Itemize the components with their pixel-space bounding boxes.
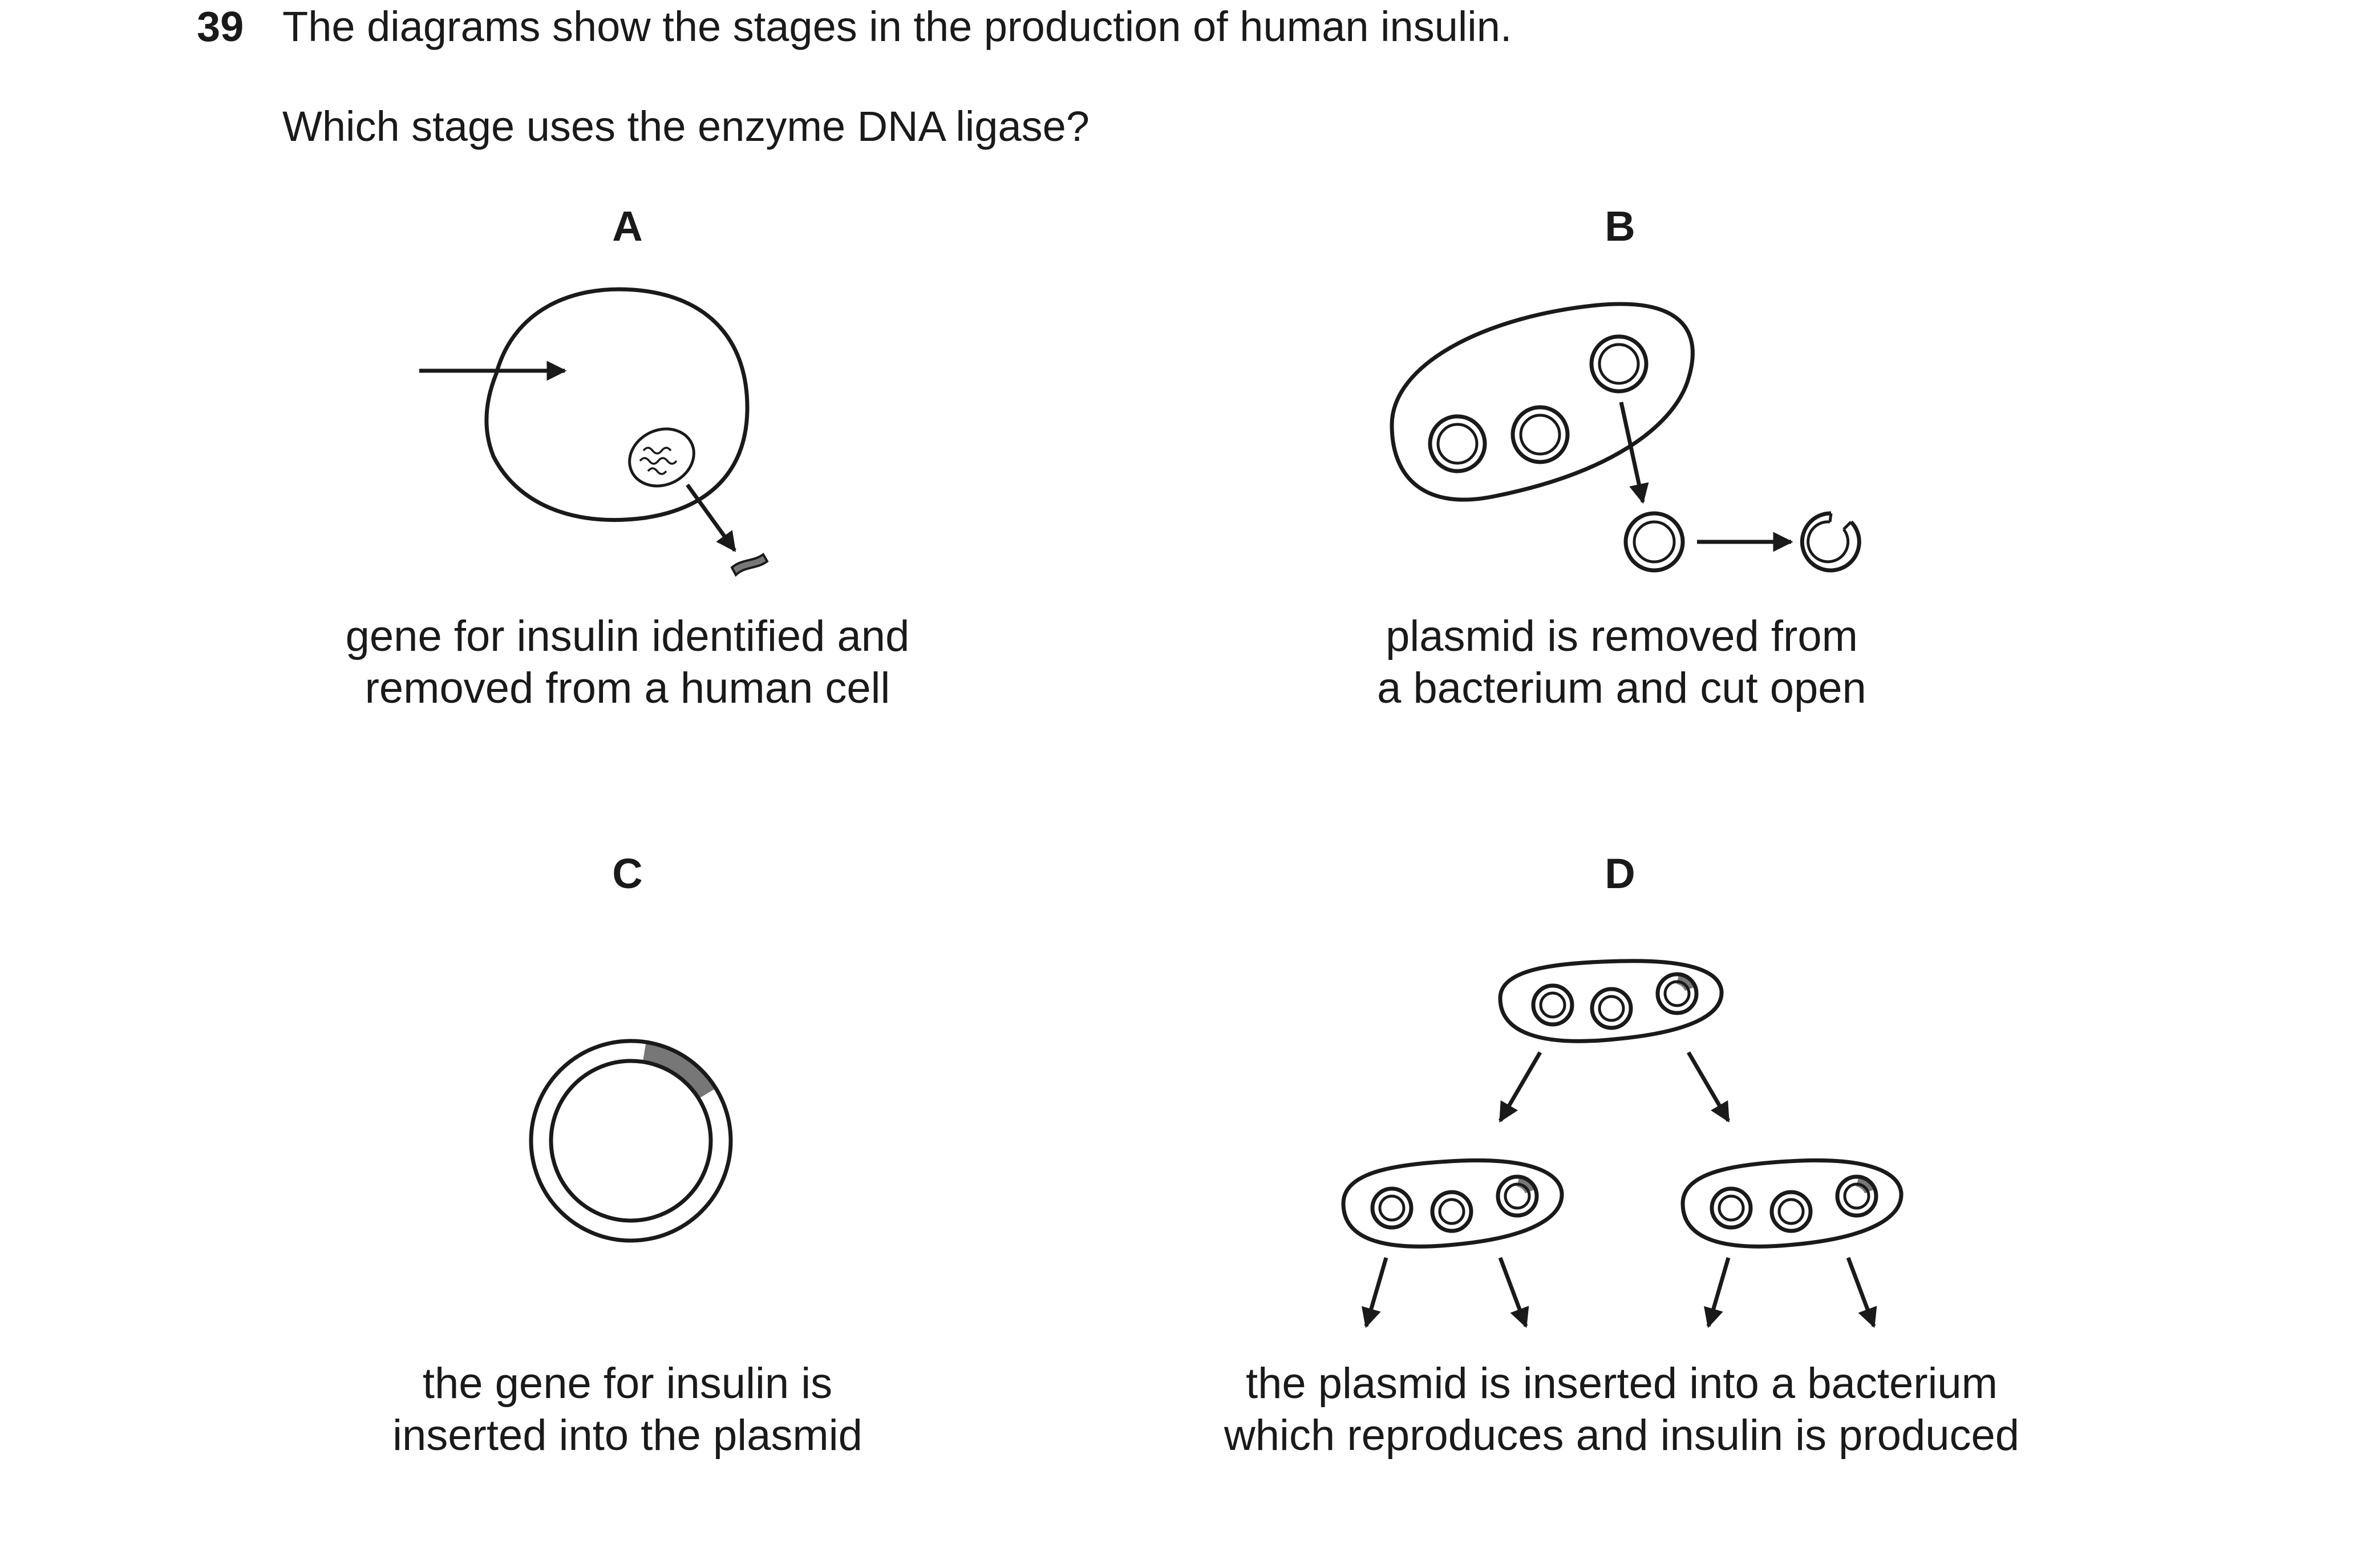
recombinant-plasmid [529,1039,733,1243]
bacterium [1341,1158,1564,1249]
insulin-gene-segment [1517,1178,1536,1193]
plasmid [1436,423,1479,465]
insulin-gene-segment [1676,975,1695,991]
option-caption-b: plasmid is removed from a bacterium and … [1194,610,2050,714]
caption-line: removed from a human cell [365,664,890,712]
extraction-arrow [686,483,736,552]
recombinant-plasmid [1655,972,1699,1015]
chromosome-oval [628,427,695,488]
bacterium [1680,1158,1904,1249]
caption-line: gene for insulin identified and [345,612,910,661]
bacterium [1390,302,1695,502]
insulin-gene-fragment [730,553,769,577]
plasmid [1589,334,1649,394]
insulin-gene-segment [1856,1178,1875,1193]
diagram-a [419,287,769,577]
option-caption-c: the gene for insulin is inserted into th… [200,1358,1055,1461]
caption-line: a bacterium and cut open [1377,664,1866,712]
plasmid [1428,414,1487,473]
question-stem: The diagrams show the stages in the prod… [282,3,1512,50]
caption-line: inserted into the plasmid [392,1411,862,1460]
plasmid [1430,1190,1473,1233]
caption-line: the plasmid is inserted into a bacterium [1246,1359,1998,1408]
cut-plasmid [1807,520,1850,564]
caption-line: the gene for insulin is [422,1359,833,1408]
diagram-b [1390,302,1861,573]
removed-plasmid [1633,520,1676,564]
division-arrow [1846,1257,1877,1328]
plasmid [1370,1186,1414,1230]
question-number: 39 [197,3,244,50]
caption-line: which reproduces and insulin is produced [1224,1411,2020,1460]
plasmid [1710,1186,1753,1230]
diagram-c [529,1039,733,1243]
cut-plasmid [1800,511,1861,573]
bacterium [1498,959,1724,1043]
option-letter-c: C [612,850,643,897]
removal-arrow [1619,402,1649,504]
removed-plasmid [1623,511,1685,573]
option-letter-a: A [612,202,643,250]
option-letter-d: D [1605,850,1635,897]
division-arrow [1704,1257,1731,1328]
plasmid [1519,414,1561,456]
division-arrow [1498,1257,1529,1328]
recombinant-plasmid [549,1059,713,1223]
plasmid [1769,1190,1813,1233]
human-cell [484,287,750,522]
recombinant-plasmid [1835,1174,1878,1218]
plasmid [1510,405,1570,464]
caption-line: plasmid is removed from [1386,612,1858,661]
option-caption-a: gene for insulin identified and removed … [200,610,1055,714]
question-prompt: Which stage uses the enzyme DNA ligase? [282,103,1090,150]
plasmid [1590,987,1633,1030]
option-caption-d: the plasmid is inserted into a bacterium… [1194,1358,2050,1461]
division-arrow [1498,1051,1542,1123]
option-letter-b: B [1605,202,1635,250]
insulin-gene-segment [643,1042,716,1099]
diagram-d [1341,959,1904,1328]
plasmid [1598,343,1640,385]
plasmid [1531,983,1574,1027]
recombinant-plasmid [1496,1174,1539,1218]
division-arrow [1686,1051,1731,1123]
division-arrow [1362,1257,1388,1328]
